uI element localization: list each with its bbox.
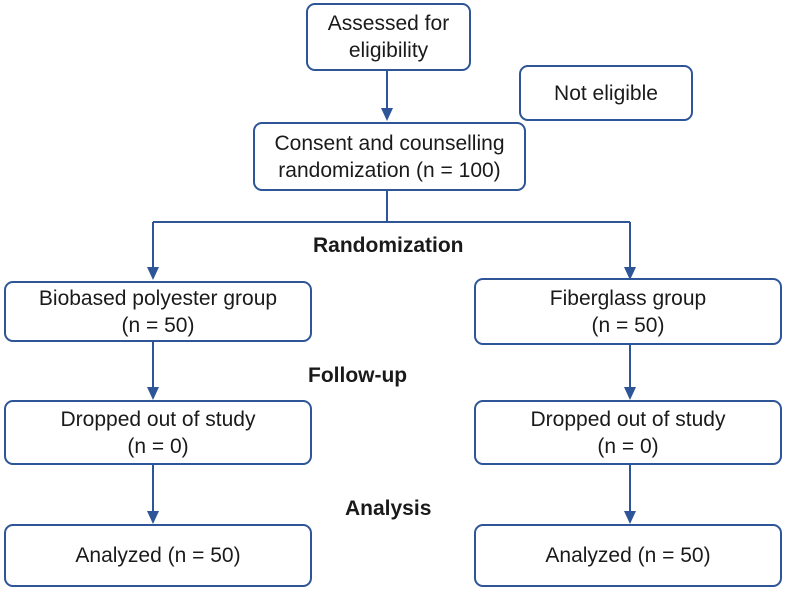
arrowhead-assessed-to-consent — [381, 108, 393, 121]
consent-line2: randomization (n = 100) — [278, 158, 501, 182]
left-group-line1: Biobased polyester group — [38, 286, 278, 310]
assessed-line1: Assessed for — [327, 12, 450, 35]
right-dropped-line1: Dropped out of study — [530, 407, 726, 431]
right-group-line1: Fiberglass group — [549, 286, 707, 310]
left-group-line2: (n = 50) — [121, 313, 195, 337]
left-dropped-box: Dropped out of study (n = 0) — [4, 400, 312, 465]
left-group-box: Biobased polyester group (n = 50) — [4, 281, 312, 342]
not-eligible-label: Not eligible — [554, 81, 658, 105]
right-analyzed-box: Analyzed (n = 50) — [474, 524, 782, 587]
stage-followup: Follow-up — [308, 364, 408, 387]
right-dropped-box: Dropped out of study (n = 0) — [474, 400, 782, 465]
assessed-line2: eligibility — [348, 39, 429, 62]
arrowhead-right-group — [624, 267, 636, 280]
right-group-box: Fiberglass group (n = 50) — [474, 278, 782, 345]
assessed-box: Assessed for eligibility — [306, 3, 471, 71]
right-dropped-line2: (n = 0) — [597, 434, 659, 458]
consent-box: Consent and counselling randomization (n… — [253, 122, 526, 191]
left-dropped-line2: (n = 0) — [127, 434, 189, 458]
stage-randomization: Randomization — [313, 234, 464, 257]
arrowhead-left-group — [147, 267, 159, 280]
not-eligible-box: Not eligible — [519, 65, 693, 121]
arrowhead-left-analyzed — [147, 511, 159, 524]
right-analyzed-line1: Analyzed (n = 50) — [545, 544, 711, 567]
stage-analysis: Analysis — [345, 497, 432, 520]
right-group-line2: (n = 50) — [591, 313, 665, 337]
left-dropped-line1: Dropped out of study — [60, 407, 256, 431]
left-analyzed-box: Analyzed (n = 50) — [4, 524, 312, 587]
arrowhead-right-dropped — [624, 387, 636, 400]
arrowhead-right-analyzed — [624, 511, 636, 524]
left-analyzed-line1: Analyzed (n = 50) — [75, 544, 241, 567]
consent-line1: Consent and counselling — [274, 131, 505, 155]
arrowhead-left-dropped — [147, 387, 159, 400]
